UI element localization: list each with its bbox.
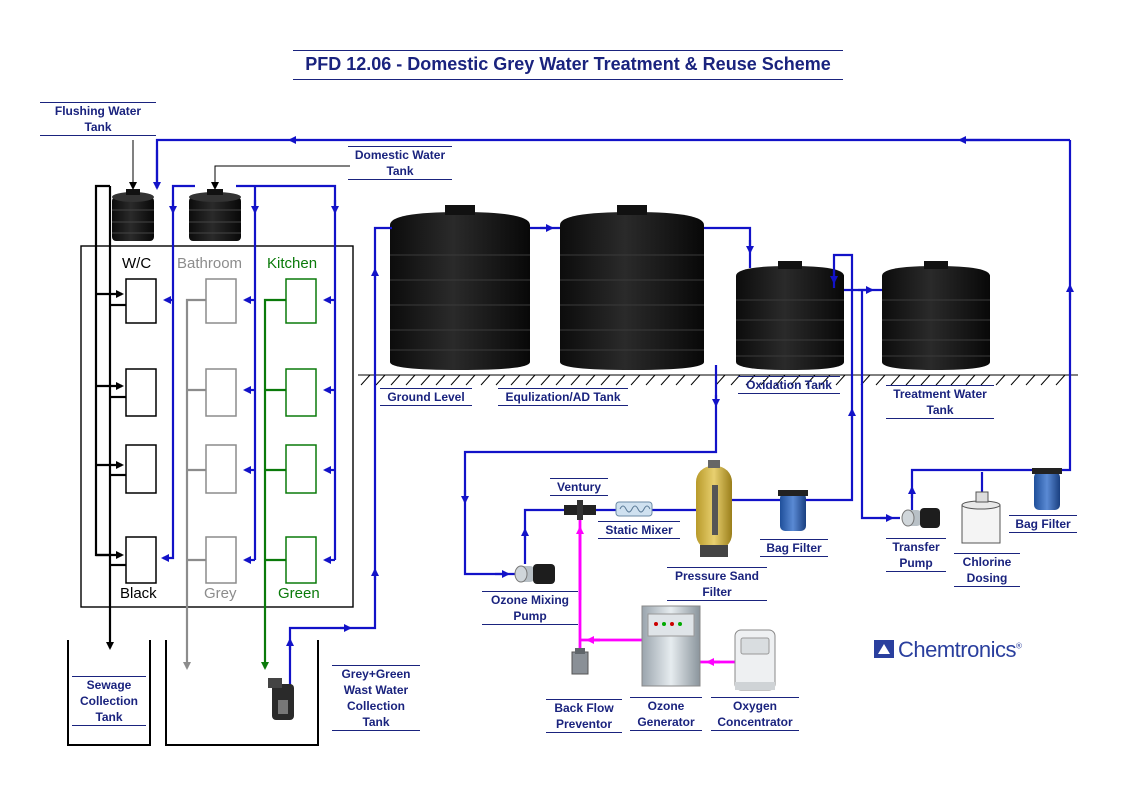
flushing-water-tank [112,189,154,241]
ground-hatch-mark [630,374,641,386]
static-mixer-label: Static Mixer [598,521,680,539]
ground-hatch-mark [645,374,656,386]
ground-hatch-mark [660,374,671,386]
ground-hatch-mark [570,374,581,386]
ground-hatch-mark [995,374,1006,386]
category-green: Green [278,585,320,602]
ground-hatch-mark [1010,374,1021,386]
bag-filter-label-2: Bag Filter [1009,515,1077,533]
ground-hatch-mark [540,374,551,386]
page-title: PFD 12.06 - Domestic Grey Water Treatmen… [293,50,843,80]
ground-hatch-mark [1025,374,1036,386]
ground-hatch-mark [1040,374,1051,386]
kitchen-fixtures [285,278,317,584]
category-black: Black [120,585,157,602]
pressure-sand-filter-device [696,460,732,557]
ground-hatch-mark [715,374,726,386]
ground-hatch-mark [980,374,991,386]
ground-line [358,374,1078,386]
oxygen-concentrator-device [734,629,776,691]
oxidation-tank [736,261,844,370]
ground-hatch-mark [690,374,701,386]
ground-hatch-mark [510,374,521,386]
ground-hatch-mark [555,374,566,386]
ground-hatch-mark [935,374,946,386]
ground-hatch-mark [420,374,431,386]
ground-hatch-mark [405,374,416,386]
ground-hatch-mark [905,374,916,386]
category-grey: Grey [204,585,237,602]
bathroom-fixtures [205,278,237,584]
ozone-mixing-pump-device [514,564,555,584]
ground-level-label: Ground Level [380,388,472,406]
category-bathroom: Bathroom [177,255,243,272]
ground-hatch-mark [375,374,386,386]
ground-hatch-mark [585,374,596,386]
ground-hatch-mark [450,374,461,386]
building-supply-lines [153,138,1070,564]
ground-hatch-mark [390,374,401,386]
building-outline [80,245,354,608]
category-wc: W/C [122,255,152,272]
ventury-device [564,500,596,520]
treatment-water-tank [882,261,990,370]
black-water-lines [94,184,126,650]
transfer-pump-device [901,508,940,528]
ground-hatch-mark [890,374,901,386]
ground-hatch-mark [615,374,626,386]
ground-hatch-mark [465,374,476,386]
bag-filter-device-2 [1032,468,1062,510]
static-mixer-device [615,501,653,517]
equalization-tank-2 [560,205,704,370]
oxidation-tank-label: Oxidation Tank [738,376,840,394]
ventury-label: Ventury [550,478,608,496]
green-water-lines [261,298,286,670]
wc-fixtures [125,278,157,584]
domestic-water-tank [189,189,241,241]
ground-hatch-mark [480,374,491,386]
ground-hatch-mark [360,374,371,386]
ground-hatch-mark [835,374,846,386]
ground-hatch-mark [435,374,446,386]
bag-filter-label-1: Bag Filter [760,539,828,557]
ground-hatch-mark [875,374,886,386]
ground-hatch-mark [965,374,976,386]
equalization-tank-1 [390,205,530,370]
bag-filter-device-1 [778,490,808,531]
ground-hatch-mark [675,374,686,386]
category-kitchen: Kitchen [267,255,318,272]
domestic-tank-pointer [211,165,350,190]
ground-hatch-mark [525,374,536,386]
grey-green-collection-tank [165,640,319,746]
equalization-tank-label: Equlization/AD Tank [498,388,628,406]
ground-hatch-mark [920,374,931,386]
back-flow-preventor-device [571,648,589,675]
process-lines [286,136,1074,690]
grey-water-lines [183,298,206,670]
chlorine-dosing-device [961,491,1001,544]
ground-hatch-mark [950,374,961,386]
ground-hatch-mark [1055,374,1066,386]
ground-hatch-mark [600,374,611,386]
ozone-lines [576,518,735,666]
submersible-pump-device [268,678,294,720]
brand-logo-text: Chemtronics® [898,637,1022,662]
ozone-generator-device [641,605,701,687]
chemtronics-logo-icon [874,640,894,658]
sewage-collection-tank [67,640,151,746]
ground-hatch-mark [495,374,506,386]
